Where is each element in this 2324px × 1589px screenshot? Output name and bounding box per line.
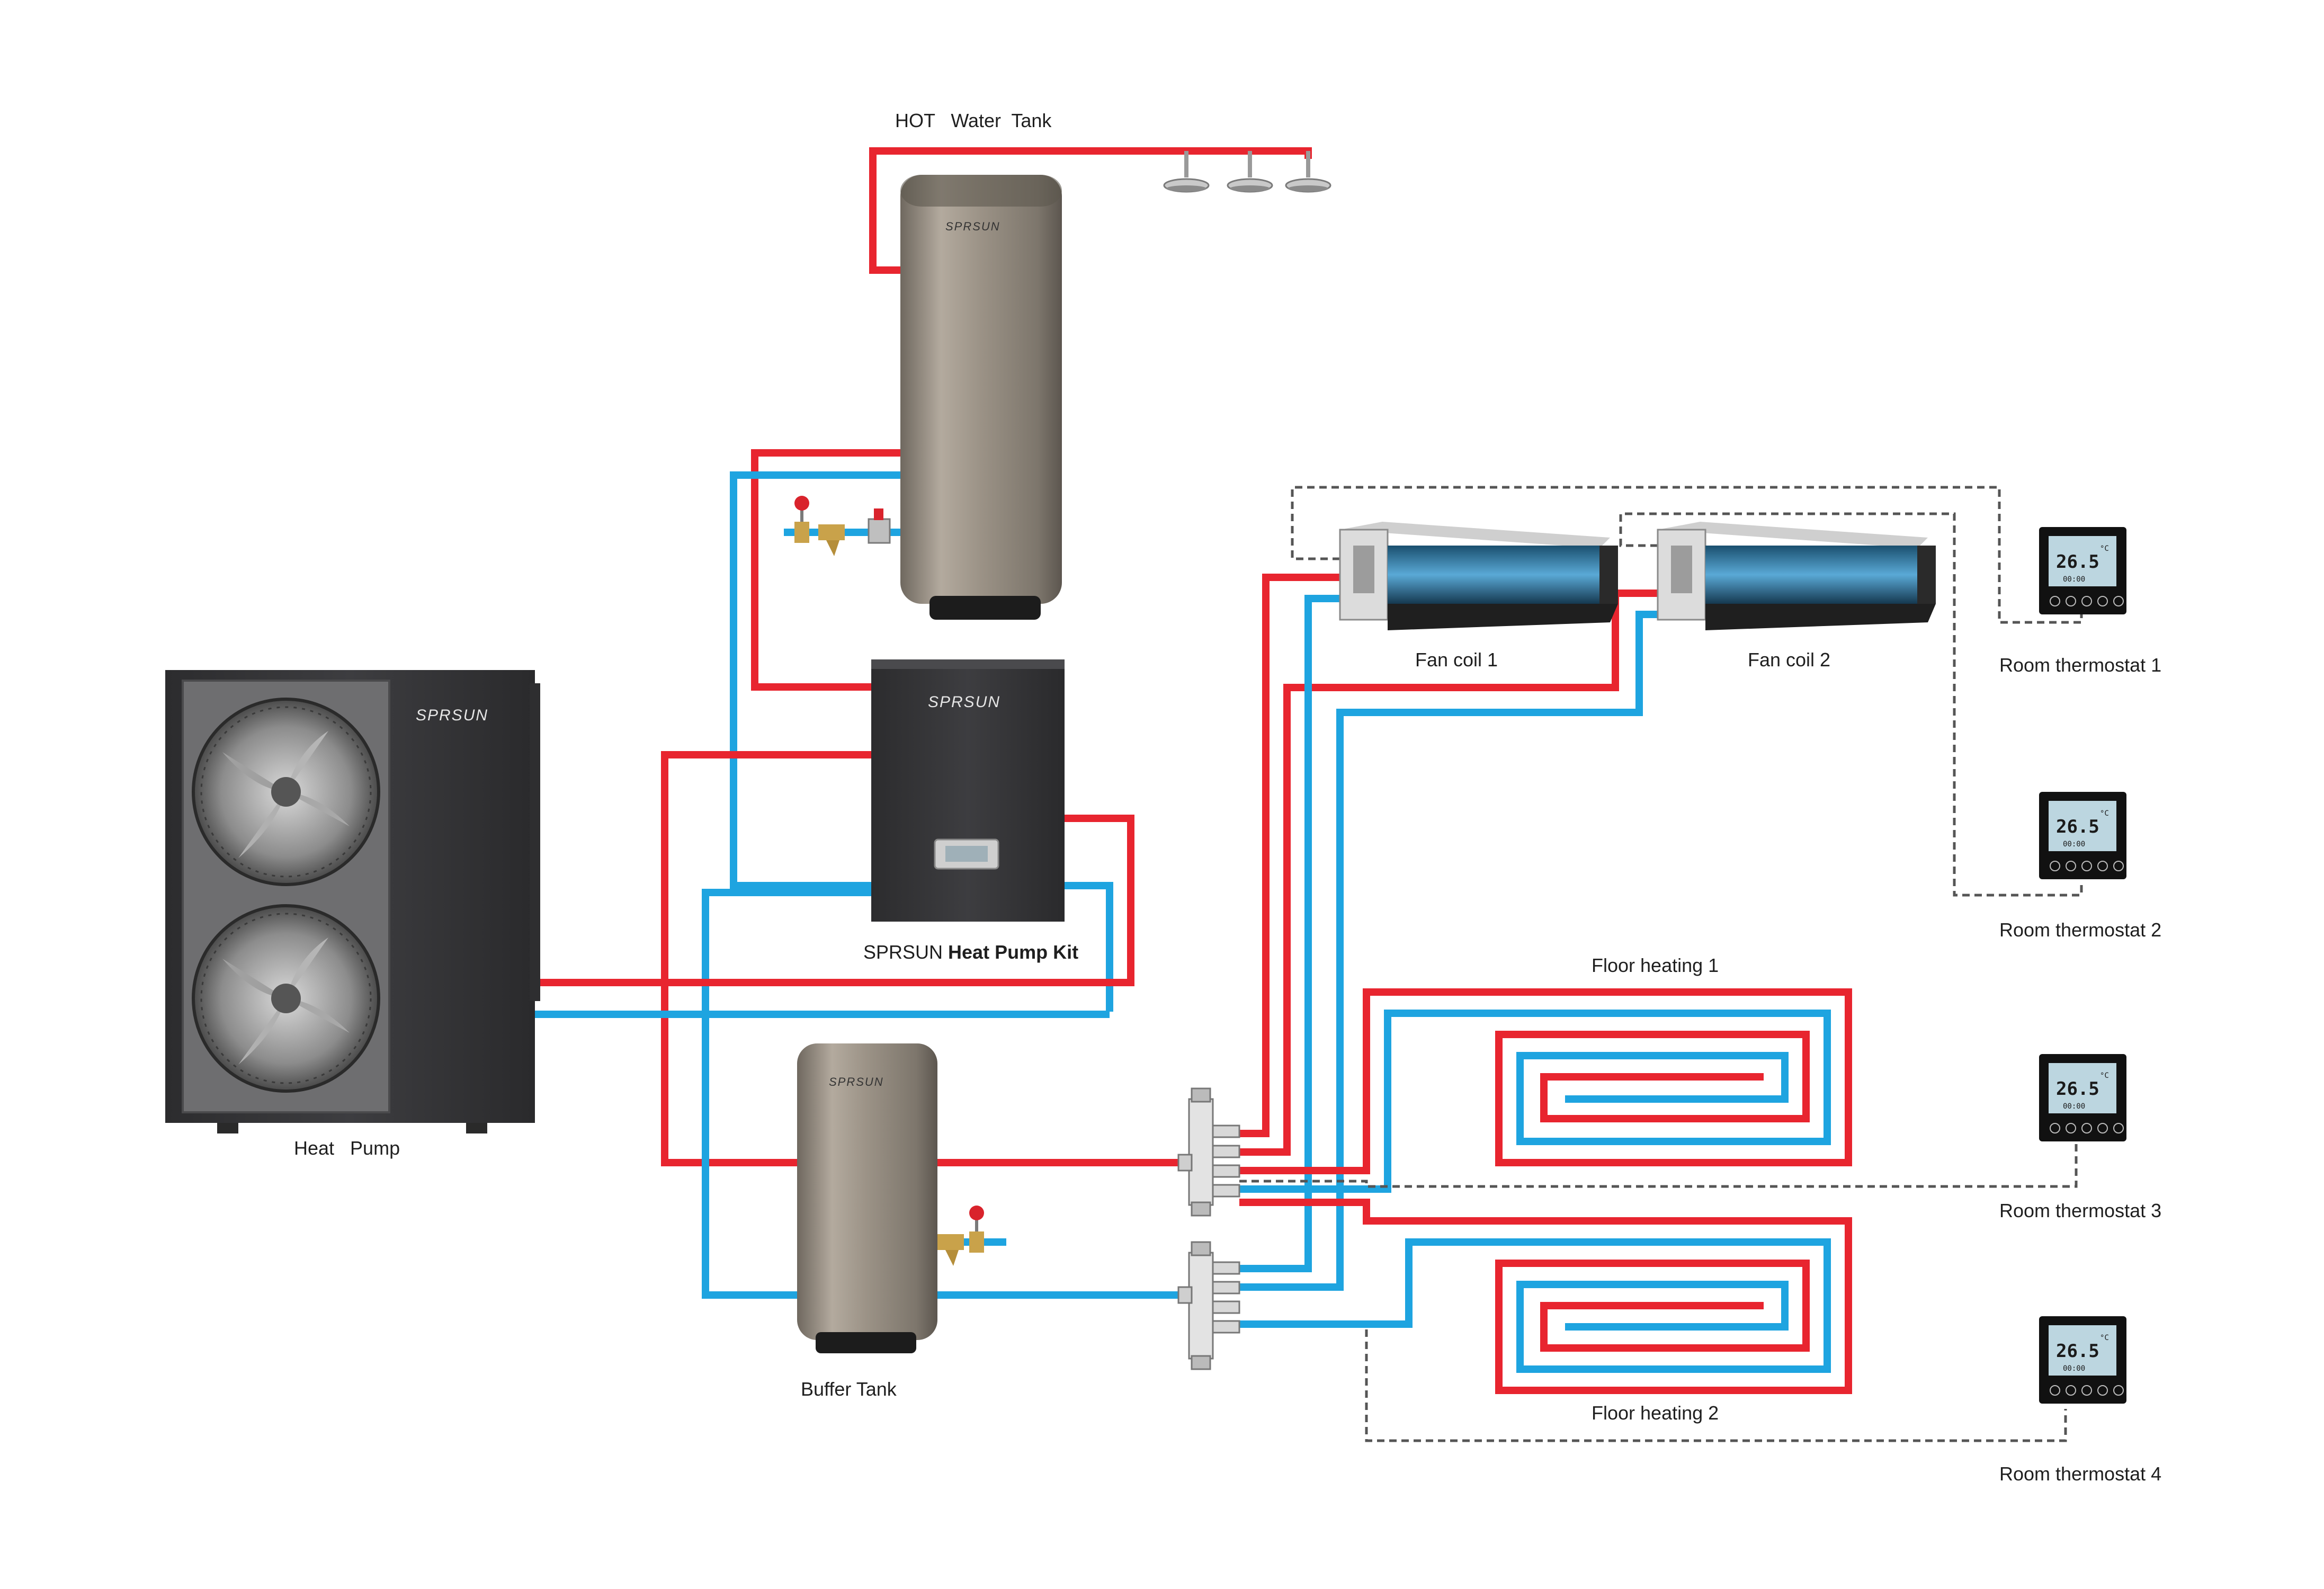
fan-icon (192, 904, 380, 1093)
room-thermostat-4-label: Room thermostat 4 (1999, 1463, 2161, 1485)
fan-coil-2 (1657, 522, 1936, 630)
hot-pipe-heatpump-kit (535, 815, 1134, 986)
cold-pipe-tank-coil (730, 471, 1113, 1012)
down-button-icon[interactable] (2113, 1123, 2124, 1133)
floor-heating-2-label: Floor heating 2 (1592, 1402, 1719, 1424)
power-button-icon[interactable] (2050, 1123, 2060, 1133)
thermostat-unit: °C (2100, 544, 2109, 553)
room-thermostat-4: 26.5 °C 00:00 (2039, 1316, 2126, 1404)
heat-pump-label: Heat Pump (294, 1137, 400, 1159)
cold-pipe-fancoil-1 (1239, 595, 1340, 1272)
shower-head-icon (1227, 151, 1273, 193)
up-button-icon[interactable] (2097, 861, 2108, 871)
wire-thermostat-4 (1365, 1329, 2067, 1442)
shower-head-icon (1285, 151, 1331, 193)
down-button-icon[interactable] (2113, 1385, 2124, 1396)
thermostat-clock: 00:00 (2063, 1102, 2085, 1111)
power-button-icon[interactable] (2050, 596, 2060, 606)
room-thermostat-1: 26.5 °C 00:00 (2039, 527, 2126, 614)
hot-water-tank: SPRSUN (794, 175, 1062, 620)
shower-head-icon (1163, 151, 1210, 193)
cold-pipe-floor-2 (1239, 1238, 1831, 1373)
fan-coil-2-label: Fan coil 2 (1748, 649, 1830, 671)
heat-pump-kit-label-suffix: Heat Pump Kit (948, 941, 1078, 963)
strainer-icon (818, 524, 845, 556)
supply-manifold (1177, 1087, 1240, 1217)
fan-icon (192, 698, 380, 886)
hot-pipe-floor-2 (1239, 1199, 1852, 1394)
fan-button-icon[interactable] (2081, 596, 2092, 606)
kit-brand: SPRSUN (928, 693, 1000, 711)
fan-coil-1-label: Fan coil 1 (1415, 649, 1498, 671)
hot-water-tank-label: HOT Water Tank (895, 110, 1052, 131)
hot-pipe-fancoil-2 (1239, 590, 1658, 1156)
thermostat-unit: °C (2100, 1334, 2109, 1342)
hot-pipe-fancoil-1 (1239, 574, 1340, 1137)
up-button-icon[interactable] (2097, 596, 2108, 606)
mode-button-icon[interactable] (2066, 1385, 2076, 1396)
cold-pipe-fancoil-2 (1239, 611, 1658, 1291)
shutoff-valve-icon (969, 1206, 984, 1253)
hot-tank-brand: SPRSUN (945, 220, 1000, 233)
shower-heads (1163, 151, 1331, 193)
shutoff-valve-icon (794, 496, 809, 543)
fan-button-icon[interactable] (2081, 861, 2092, 871)
wire-thermostat-2 (1619, 512, 2083, 897)
down-button-icon[interactable] (2113, 596, 2124, 606)
hot-pipe-floor-1 (1239, 988, 1852, 1174)
fan-button-icon[interactable] (2081, 1123, 2092, 1133)
room-thermostat-3: 26.5 °C 00:00 (2039, 1054, 2126, 1141)
wire-thermostat-3 (1239, 1144, 2078, 1188)
thermostat-unit: °C (2100, 809, 2109, 818)
thermostat-temp: 26.5 (2056, 1078, 2099, 1100)
cold-pipe-kit-buffer (702, 889, 1178, 1299)
room-thermostat-3-label: Room thermostat 3 (1999, 1200, 2161, 1221)
floor-heating-1-label: Floor heating 1 (1592, 954, 1719, 976)
room-thermostat-2-label: Room thermostat 2 (1999, 919, 2161, 941)
thermostat-clock: 00:00 (2063, 1364, 2085, 1373)
mode-button-icon[interactable] (2066, 596, 2076, 606)
heat-pump-unit: SPRSUN (165, 670, 540, 1133)
thermostat-unit: °C (2100, 1072, 2109, 1080)
mode-button-icon[interactable] (2066, 861, 2076, 871)
power-button-icon[interactable] (2050, 861, 2060, 871)
check-valve-icon (868, 508, 891, 544)
up-button-icon[interactable] (2097, 1385, 2108, 1396)
fan-coil-1 (1339, 522, 1618, 630)
mode-button-icon[interactable] (2066, 1123, 2076, 1133)
thermostat-temp: 26.5 (2056, 816, 2099, 837)
room-thermostat-2: 26.5 °C 00:00 (2039, 792, 2126, 879)
buffer-tank: SPRSUN (797, 1043, 984, 1353)
strainer-icon (937, 1234, 964, 1266)
power-button-icon[interactable] (2050, 1385, 2060, 1396)
thermostat-clock: 00:00 (2063, 840, 2085, 849)
heatpump-brand: SPRSUN (416, 707, 488, 724)
return-manifold (1177, 1241, 1240, 1370)
down-button-icon[interactable] (2113, 861, 2124, 871)
cold-pipe-floor-1 (1239, 1010, 1831, 1193)
heat-pump-kit: SPRSUN (871, 659, 1065, 922)
heat-pump-kit-label: SPRSUN Heat Pump Kit (863, 941, 1078, 963)
thermostat-temp: 26.5 (2056, 551, 2099, 573)
buffer-tank-brand: SPRSUN (829, 1075, 884, 1088)
thermostat-clock: 00:00 (2063, 575, 2085, 584)
heat-pump-kit-label-prefix: SPRSUN (863, 941, 948, 963)
fan-button-icon[interactable] (2081, 1385, 2092, 1396)
thermostat-temp: 26.5 (2056, 1341, 2099, 1362)
up-button-icon[interactable] (2097, 1123, 2108, 1133)
hot-pipe-tank-coil (751, 449, 900, 691)
room-thermostat-1-label: Room thermostat 1 (1999, 654, 2161, 676)
buffer-tank-label: Buffer Tank (801, 1378, 897, 1400)
